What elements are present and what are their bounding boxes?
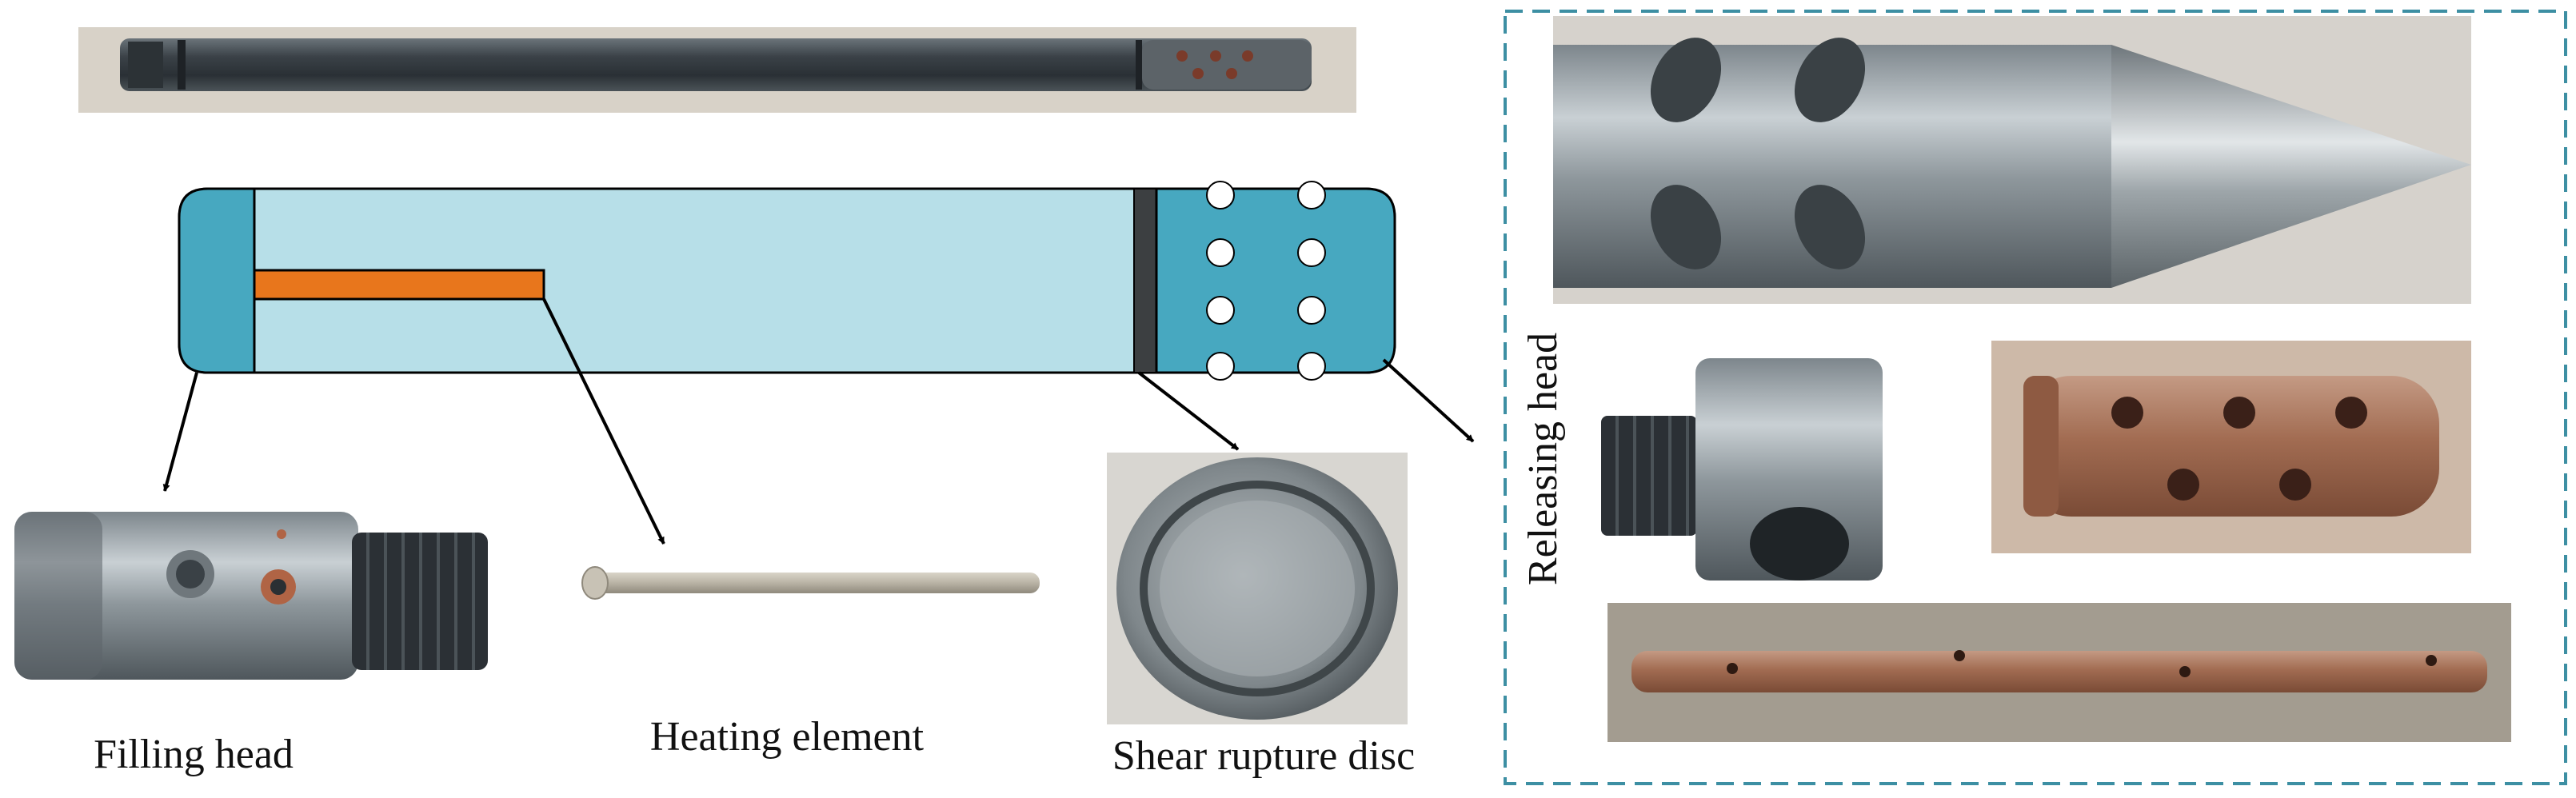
- releasing-rod-photo: [1608, 603, 2511, 742]
- heating-element-label: Heating element: [650, 714, 925, 760]
- device-schematic: [178, 181, 1396, 381]
- arrow-icon: [542, 298, 665, 545]
- releasing-end-cap: [1155, 187, 1396, 374]
- releasing-head-collar-photo: [1601, 358, 1883, 581]
- releasing-head-tip-photo: [1553, 16, 2471, 304]
- heating-element-photo: [581, 566, 1040, 600]
- rupture-disc-band: [1133, 188, 1157, 373]
- release-holes: [1206, 181, 1326, 381]
- releasing-head-perforated-photo: [1991, 341, 2471, 553]
- arrow-icon: [162, 372, 198, 492]
- callout-arrows: [162, 298, 1475, 545]
- heating-element-bar: [253, 269, 545, 301]
- releasing-head-callout-box: [1504, 10, 2567, 785]
- filling-head-photo: [14, 512, 488, 680]
- shear-rupture-disc-label: Shear rupture disc: [1112, 733, 1415, 779]
- shear-rupture-disc-photo: [1107, 453, 1408, 724]
- filling-head-label: Filling head: [94, 732, 294, 777]
- assembled-tube-photo: [78, 27, 1356, 113]
- releasing-head-label: Releasing head: [1520, 333, 1566, 585]
- arrow-icon: [1382, 358, 1475, 443]
- filling-end-cap: [178, 187, 256, 374]
- arrow-icon: [1137, 371, 1240, 451]
